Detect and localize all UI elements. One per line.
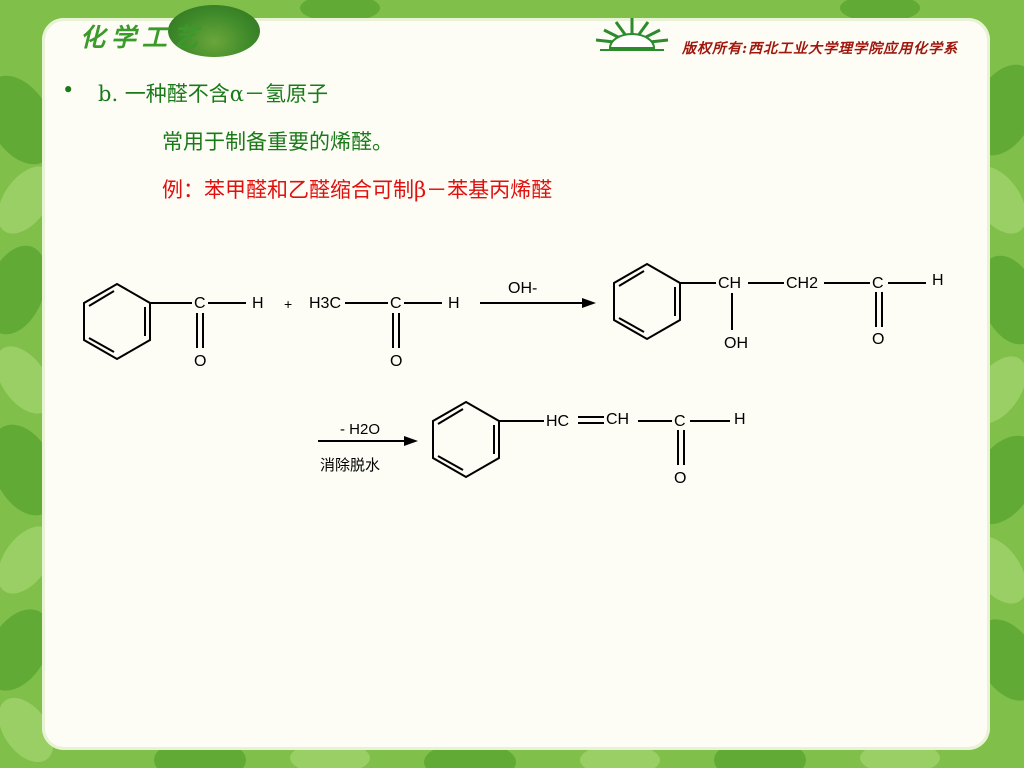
benzene-ring-product-1 xyxy=(613,262,681,341)
atom-h: H xyxy=(734,411,746,428)
slide-panel xyxy=(42,18,990,750)
copyright-text: 版权所有:西北工业大学理学院应用化学系 xyxy=(682,41,959,57)
dehydration-reagent: - H2O xyxy=(340,421,380,438)
atom-c: C xyxy=(390,295,402,312)
group-oh: OH xyxy=(724,335,748,352)
atom-h: H xyxy=(932,272,944,289)
atom-c: C xyxy=(872,275,884,292)
bullet-marker: • xyxy=(62,78,75,102)
atom-o: O xyxy=(194,353,206,370)
atom-c: C xyxy=(674,413,686,430)
atom-o: O xyxy=(674,470,686,487)
arrowhead-2 xyxy=(404,436,418,446)
catalyst-label: OH- xyxy=(508,280,537,297)
group-ch: CH xyxy=(606,411,629,428)
benzene-ring-reactant xyxy=(83,282,151,361)
group-ch: CH xyxy=(718,275,741,292)
atom-c: C xyxy=(194,295,206,312)
group-ch2: CH2 xyxy=(786,275,818,292)
header-logo-text: 化学工艺 xyxy=(80,23,205,52)
heading-line: b. 一种醛不含α－氢原子 xyxy=(98,82,328,106)
sunrise-logo-icon xyxy=(595,18,669,51)
arrowhead xyxy=(582,298,596,308)
group-h3c: H3C xyxy=(309,295,341,312)
dehydration-label: 消除脱水 xyxy=(320,457,380,474)
description-line: 常用于制备重要的烯醛。 xyxy=(162,130,393,154)
atom-h: H xyxy=(252,295,264,312)
benzene-ring-product-2 xyxy=(432,400,500,479)
plus-sign: + xyxy=(284,296,292,312)
example-line: 例：苯甲醛和乙醛缩合可制β－苯基丙烯醛 xyxy=(162,178,553,202)
atom-h: H xyxy=(448,295,460,312)
group-hc: HC xyxy=(546,413,569,430)
globe-logo-icon xyxy=(168,5,260,57)
atom-o: O xyxy=(872,331,884,348)
atom-o: O xyxy=(390,353,402,370)
